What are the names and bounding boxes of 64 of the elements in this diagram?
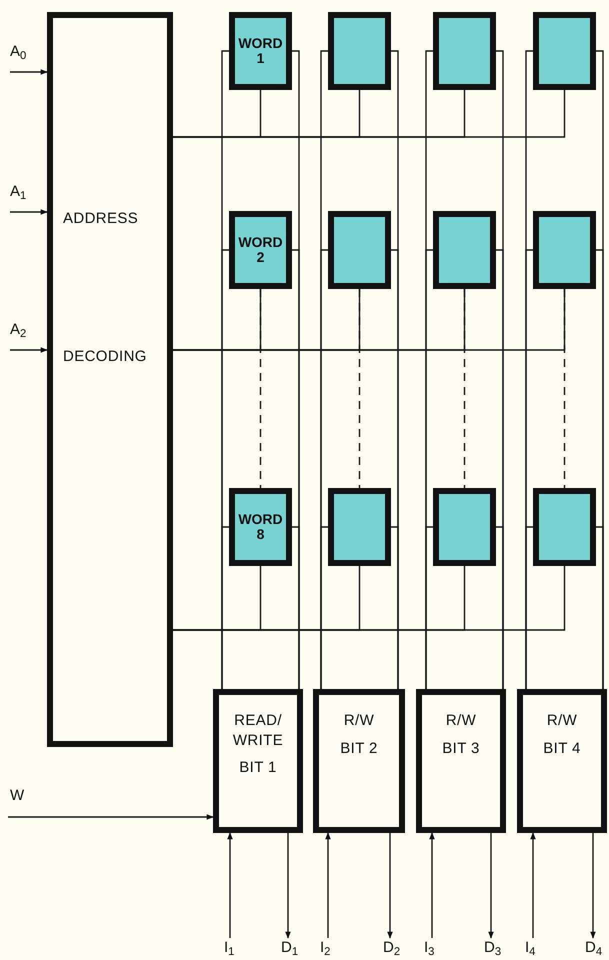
signal-line xyxy=(429,832,435,938)
signal-line xyxy=(530,832,536,938)
block-label: BIT 1 xyxy=(238,758,278,778)
signal-label: I$_{3}$ xyxy=(424,940,434,955)
signal-label: D$_{1}$ xyxy=(281,940,298,955)
signal-line xyxy=(10,209,48,215)
memory-cell xyxy=(433,12,496,90)
signal-label: I$_{2}$ xyxy=(320,940,330,955)
word-label: WORD 2 xyxy=(238,234,284,266)
block-label: BIT 4 xyxy=(542,738,582,758)
memory-cell xyxy=(433,211,496,289)
signal-line xyxy=(525,526,604,690)
signal-label: D$_{2}$ xyxy=(383,940,400,955)
read-write-box xyxy=(517,689,607,833)
signal-line xyxy=(227,832,233,938)
word-label: WORD 1 xyxy=(238,36,284,66)
memory-cell xyxy=(433,488,496,566)
block-label: READ/ WRITE xyxy=(232,711,284,750)
block-label: DECODING xyxy=(63,347,147,367)
dashed-line xyxy=(358,289,360,488)
signal-line xyxy=(10,69,48,75)
memory-cell xyxy=(229,12,292,90)
signal-line xyxy=(10,347,48,353)
signal-label: I$_{4}$ xyxy=(525,940,536,955)
signal-line xyxy=(8,814,214,820)
signal-line xyxy=(173,566,566,631)
memory-cell xyxy=(533,12,596,90)
signal-line xyxy=(590,833,596,939)
dashed-line xyxy=(260,289,262,488)
block-label: BIT 3 xyxy=(441,738,481,758)
memory-cell xyxy=(328,211,391,289)
signal-label: A$_{2}$ xyxy=(10,322,26,337)
signal-label: W xyxy=(10,788,24,803)
memory-cell xyxy=(229,488,292,566)
memory-cell xyxy=(533,211,596,289)
block-label: R/W xyxy=(342,711,376,730)
read-write-box xyxy=(213,689,303,833)
read-write-box xyxy=(416,689,506,833)
block-label: BIT 2 xyxy=(339,738,379,758)
memory-cell xyxy=(533,488,596,566)
dashed-line xyxy=(464,289,466,488)
signal-line xyxy=(488,833,494,939)
signal-line xyxy=(221,526,300,690)
signal-line xyxy=(425,526,504,690)
signal-label: A$_{1}$ xyxy=(10,184,26,199)
signal-line xyxy=(285,833,291,939)
signal-line xyxy=(173,90,566,138)
signal-label: I$_{1}$ xyxy=(224,940,234,955)
signal-line xyxy=(320,526,399,690)
signal-label: D$_{3}$ xyxy=(484,940,502,955)
signal-label: A$_{0}$ xyxy=(10,44,26,59)
read-write-box xyxy=(313,689,405,833)
signal-line xyxy=(325,832,331,938)
memory-cell xyxy=(328,12,391,90)
memory-cell xyxy=(229,211,292,289)
dashed-line xyxy=(564,289,566,488)
signal-label: D$_{4}$ xyxy=(585,940,602,955)
block-label: R/W xyxy=(546,711,578,730)
decoder-box xyxy=(47,12,173,747)
signal-line xyxy=(387,833,393,939)
word-label: WORD 8 xyxy=(238,512,284,542)
block-label: ADDRESS xyxy=(63,209,138,229)
memory-cell xyxy=(328,488,391,566)
block-label: R/W xyxy=(444,711,478,730)
